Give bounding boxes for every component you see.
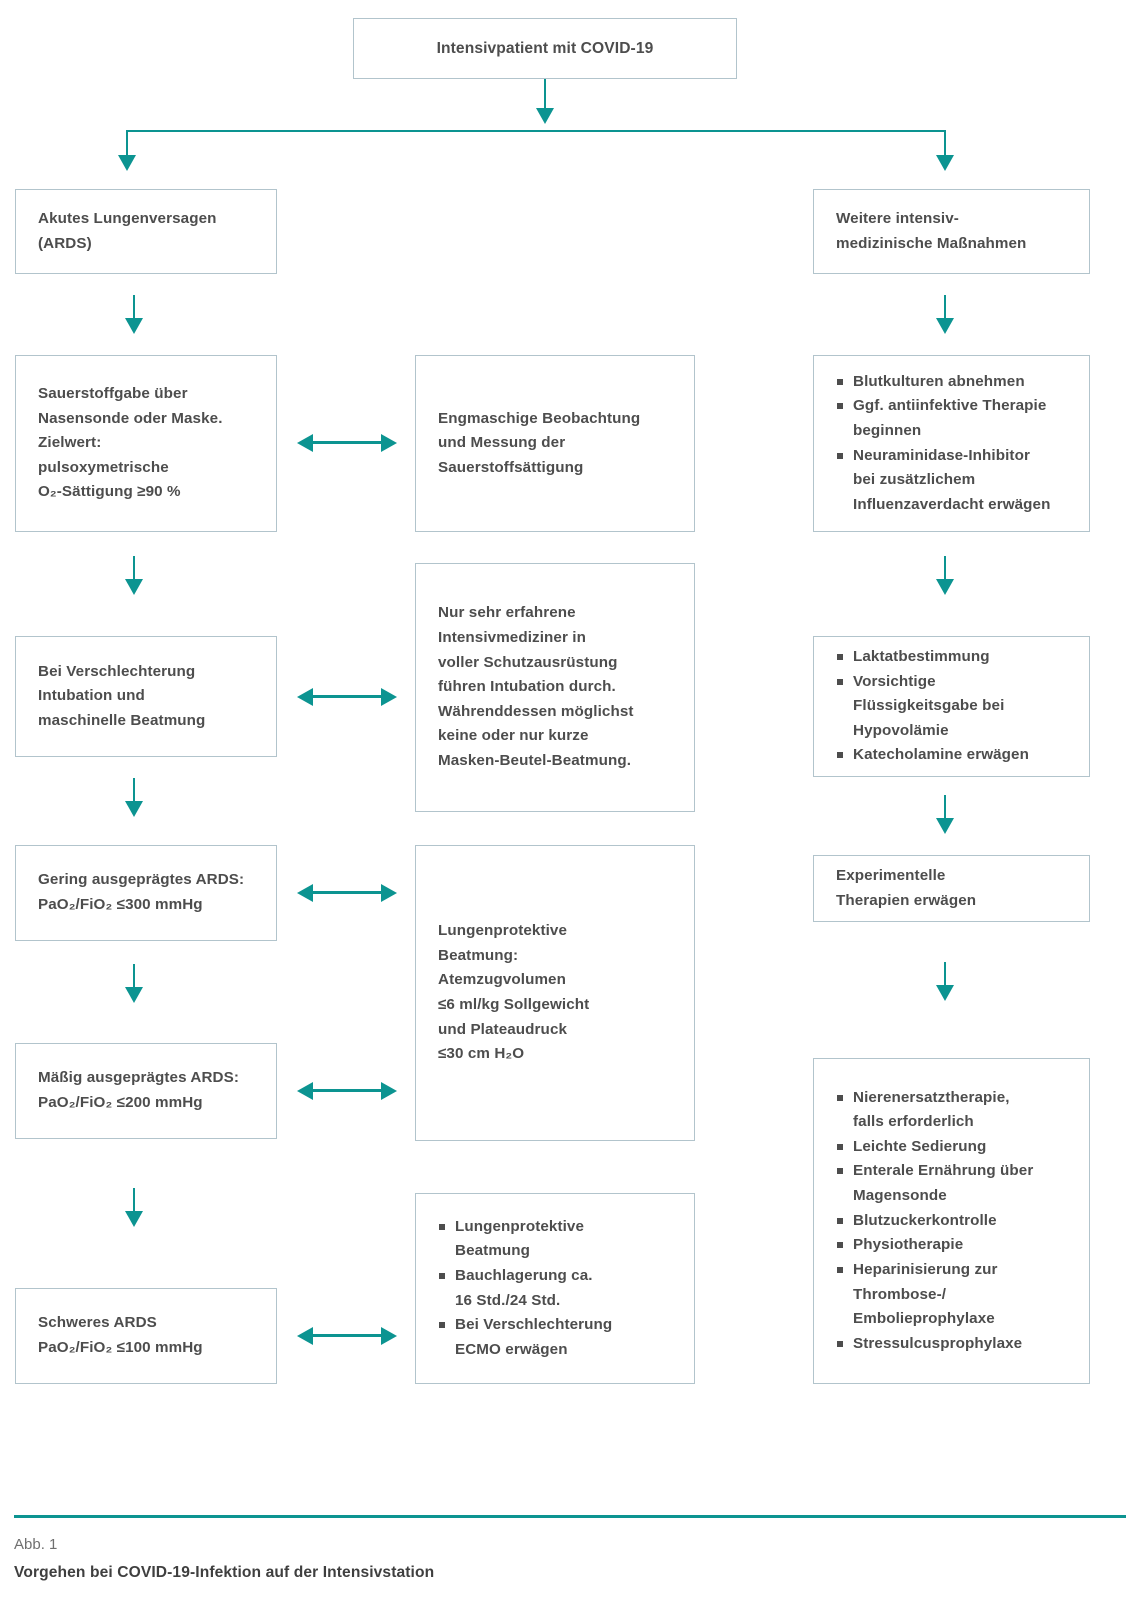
arrow-bus-to-left-icon [118,155,136,171]
node-left-header-ards: Akutes Lungenversagen (ARDS) [15,189,277,274]
node-left-step-sauerstoffgabe: Sauerstoffgabe über Nasensonde oder Mask… [15,355,277,532]
node-middle-step-2-label: Lungenprotektive Beatmung: Atemzugvolume… [438,922,590,1063]
node-left-step-ards-maessig: Mäßig ausgeprägtes ARDS: PaO₂/FiO₂ ≤200 … [15,1043,277,1139]
arrow-right-icon [381,1327,397,1345]
node-left-step-intubation: Bei Verschlechterung Intubation und masc… [15,636,277,757]
node-right-step-1-list: Laktatbestimmung Vorsichtige Flüssigkeit… [836,645,1067,768]
node-right-step-2-label: Experimentelle Therapien erwägen [836,866,977,909]
node-left-step-ards-gering: Gering ausgeprägtes ARDS: PaO₂/FiO₂ ≤300… [15,845,277,941]
node-left-header-label: Akutes Lungenversagen (ARDS) [38,209,217,252]
arrow-right-icon [381,434,397,452]
figure-title: Vorgehen bei COVID-19-Infektion auf der … [14,1563,435,1581]
arrow-left-icon [297,884,313,902]
arrow-left-5-icon [125,1211,143,1227]
node-left-step-2-label: Gering ausgeprägtes ARDS: PaO₂/FiO₂ ≤300… [38,871,245,913]
list-item: Ggf. antiinfektive Therapie beginnen [836,394,1067,443]
node-middle-step-1-label: Nur sehr erfahrene Intensivmediziner in … [438,604,634,770]
node-root-intensivpatient: Intensivpatient mit COVID-19 [353,18,737,79]
node-middle-beobachtung: Engmaschige Beobachtung und Messung der … [415,355,695,532]
arrow-left-icon [297,688,313,706]
connector-root-stem [544,79,546,111]
node-middle-schweres-ards-massnahmen: Lungenprotektive Beatmung Bauchlagerung … [415,1193,695,1384]
arrow-right-1-icon [936,318,954,334]
list-item: Lungenprotektive Beatmung [438,1215,672,1264]
arrow-left-1-icon [125,318,143,334]
list-item: Nierenersatztherapie, falls erforderlich [836,1086,1067,1135]
list-item: Blutkulturen abnehmen [836,370,1067,395]
list-item: Vorsichtige Flüssigkeitsgabe bei Hypovol… [836,670,1067,744]
connector-left-5 [133,1188,135,1213]
list-item: Enterale Ernährung über Magensonde [836,1159,1067,1208]
biarrow-intubation-hinweis [297,688,397,706]
node-left-step-0-label: Sauerstoffgabe über Nasensonde oder Mask… [38,384,223,501]
biarrow-ards-schwer-massnahmen [297,1327,397,1345]
arrow-root-to-bus-icon [536,108,554,124]
arrow-shaft [309,441,385,444]
arrow-right-icon [381,688,397,706]
biarrow-ards-maessig-beatmung [297,1082,397,1100]
node-middle-lungenprotektive-beatmung: Lungenprotektive Beatmung: Atemzugvolume… [415,845,695,1141]
node-right-step-3-list: Nierenersatztherapie, falls erforderlich… [836,1086,1067,1357]
arrow-shaft [309,695,385,698]
node-left-step-1-label: Bei Verschlechterung Intubation und masc… [38,662,206,729]
arrow-right-4-icon [936,985,954,1001]
connector-bus-right-drop [944,130,946,157]
arrow-left-icon [297,1327,313,1345]
list-item: Physiotherapie [836,1233,1067,1258]
node-left-step-3-label: Mäßig ausgeprägtes ARDS: PaO₂/FiO₂ ≤200 … [38,1069,239,1111]
connector-left-3 [133,778,135,803]
biarrow-sauerstoffgabe-beobachtung [297,434,397,452]
connector-right-4 [944,962,946,987]
arrow-left-icon [297,1082,313,1100]
node-right-experimentelle-therapien: Experimentelle Therapien erwägen [813,855,1090,922]
list-item: Stressulcusprophylaxe [836,1332,1067,1357]
list-item: Leichte Sedierung [836,1135,1067,1160]
connector-bus-left-drop [126,130,128,157]
connector-split-bus [126,130,946,132]
node-middle-step-3-list: Lungenprotektive Beatmung Bauchlagerung … [438,1215,672,1363]
arrow-left-4-icon [125,987,143,1003]
list-item: Laktatbestimmung [836,645,1067,670]
connector-left-2 [133,556,135,581]
node-middle-step-0-label: Engmaschige Beobachtung und Messung der … [438,409,641,476]
node-right-header-massnahmen: Weitere intensiv- medizinische Maßnahmen [813,189,1090,274]
arrow-right-2-icon [936,579,954,595]
list-item: Bauchlagerung ca. 16 Std./24 Std. [438,1264,672,1313]
node-left-step-4-label: Schweres ARDS PaO₂/FiO₂ ≤100 mmHg [38,1314,203,1356]
connector-left-4 [133,964,135,989]
arrow-left-3-icon [125,801,143,817]
figure-caption: Abb. 1 Vorgehen bei COVID-19-Infektion a… [14,1534,1114,1584]
connector-right-1 [944,295,946,320]
caption-divider [14,1515,1126,1518]
connector-right-2 [944,556,946,581]
list-item: Bei Verschlechterung ECMO erwägen [438,1313,672,1362]
arrow-bus-to-right-icon [936,155,954,171]
list-item: Katecholamine erwägen [836,743,1067,768]
connector-left-1 [133,295,135,320]
biarrow-ards-gering-beatmung [297,884,397,902]
arrow-shaft [309,891,385,894]
arrow-right-icon [381,884,397,902]
arrow-left-icon [297,434,313,452]
node-root-label: Intensivpatient mit COVID-19 [436,39,654,57]
arrow-shaft [309,1334,385,1337]
figure-number: Abb. 1 [14,1536,58,1553]
list-item: Heparinisierung zur Thrombose-/ Emboliep… [836,1258,1067,1332]
node-right-supportivtherapie: Nierenersatztherapie, falls erforderlich… [813,1058,1090,1384]
arrow-shaft [309,1089,385,1092]
connector-right-3 [944,795,946,820]
list-item: Blutzuckerkontrolle [836,1209,1067,1234]
arrow-right-icon [381,1082,397,1100]
node-left-step-ards-schwer: Schweres ARDS PaO₂/FiO₂ ≤100 mmHg [15,1288,277,1384]
list-item: Neuraminidase-Inhibitor bei zusätzlichem… [836,444,1067,518]
node-middle-intubation-hinweis: Nur sehr erfahrene Intensivmediziner in … [415,563,695,812]
node-right-header-label: Weitere intensiv- medizinische Maßnahmen [836,209,1027,252]
arrow-left-2-icon [125,579,143,595]
node-right-step-0-list: Blutkulturen abnehmen Ggf. antiinfektive… [836,370,1067,518]
arrow-right-3-icon [936,818,954,834]
node-right-kreislauf: Laktatbestimmung Vorsichtige Flüssigkeit… [813,636,1090,777]
node-right-diagnostik: Blutkulturen abnehmen Ggf. antiinfektive… [813,355,1090,532]
